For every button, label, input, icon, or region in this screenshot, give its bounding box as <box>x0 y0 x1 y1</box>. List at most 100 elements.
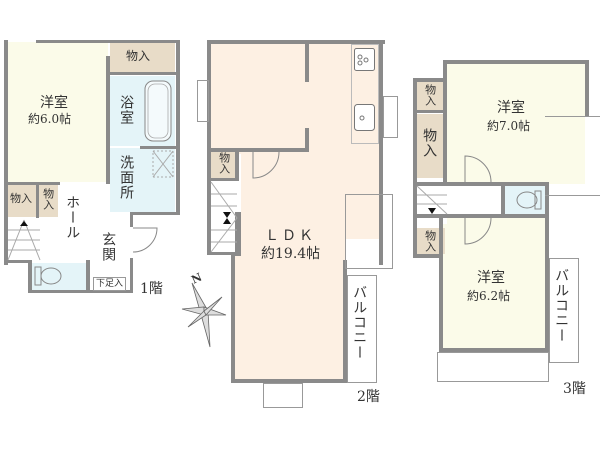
wall <box>36 185 39 218</box>
wall <box>106 56 110 184</box>
wall <box>130 212 180 215</box>
stairs-icon <box>210 181 238 253</box>
wall <box>417 254 443 258</box>
room-name: 洋室 <box>40 95 68 111</box>
wall <box>343 260 347 383</box>
toilet-icon <box>34 266 62 286</box>
wall <box>413 78 417 258</box>
bath-label: 浴室 <box>118 95 135 125</box>
storage-label: 物入 <box>126 49 151 63</box>
toilet-icon <box>516 190 542 210</box>
wall <box>417 110 445 113</box>
wall <box>28 260 32 293</box>
entrance-label: 玄関 <box>100 232 117 262</box>
door-bay <box>263 383 303 408</box>
door-swing-icon <box>464 155 492 183</box>
balcony-label: バルコニー <box>351 285 368 360</box>
window-bay <box>197 80 209 122</box>
wall <box>501 186 505 214</box>
door-swing-icon <box>464 217 492 245</box>
wall <box>207 40 211 255</box>
wall <box>207 40 385 44</box>
entrance-1f <box>90 218 130 276</box>
wall <box>443 60 589 64</box>
storage-a-1f <box>8 185 36 217</box>
storage-top-1f <box>110 42 175 72</box>
wall <box>130 215 133 227</box>
wall <box>140 146 176 149</box>
wall <box>211 252 239 255</box>
floor-label-2f: 2階 <box>357 389 380 405</box>
floor-label-3f: 3階 <box>563 381 586 397</box>
wall <box>439 214 443 352</box>
room-western-3f-a <box>447 64 585 184</box>
bathtub-icon <box>144 80 172 142</box>
wall <box>36 40 180 43</box>
floor-3-plan: 洋室 約7.0帖 洋室 約6.2帖 物入 物入 物入 バルコニー 3階 <box>405 0 600 420</box>
room-ldk <box>235 239 345 379</box>
storage-label: 物入 <box>41 188 55 210</box>
wall <box>28 290 133 293</box>
wall <box>211 148 309 152</box>
storage-label: 物入 <box>423 230 437 252</box>
door-swing-icon <box>252 151 280 179</box>
wall <box>4 40 8 265</box>
kitchen-counter <box>351 44 379 144</box>
room-size: 約6.0帖 <box>28 112 72 126</box>
window-bay <box>345 194 393 269</box>
balcony-3f <box>549 258 579 363</box>
storage-label: 物入 <box>217 152 231 174</box>
wall <box>4 182 60 185</box>
wall <box>4 260 32 263</box>
shoe-storage-label: 下足入 <box>93 277 127 292</box>
wall <box>413 78 447 82</box>
stove-icon <box>354 48 375 71</box>
room-size: 約7.0帖 <box>487 119 531 133</box>
stairs-icon <box>7 219 41 261</box>
wall <box>176 40 180 215</box>
wall <box>235 148 239 180</box>
room-name: ＬＤＫ <box>265 228 316 244</box>
hall-label: ホール <box>64 195 81 240</box>
window-bay <box>383 96 398 138</box>
wall <box>86 260 90 290</box>
wall <box>417 214 547 218</box>
balcony-front-3f <box>437 352 549 382</box>
wall <box>585 60 589 116</box>
room-ldk <box>241 154 379 239</box>
wall <box>130 258 133 293</box>
storage-label: 物入 <box>10 192 32 205</box>
wall <box>305 40 309 82</box>
floor-label-1f: 1階 <box>140 281 163 297</box>
sink-icon <box>354 104 375 131</box>
room-western-3f-b <box>443 218 548 348</box>
wall <box>439 348 549 352</box>
wall <box>545 182 549 352</box>
stairs-icon <box>416 185 448 215</box>
wall <box>231 255 235 383</box>
wall <box>417 182 547 186</box>
washbasin-icon <box>152 150 174 178</box>
wall <box>211 178 239 181</box>
door-swing-icon <box>132 227 158 253</box>
washroom-1f <box>110 148 175 212</box>
room-western-1f <box>8 42 108 182</box>
wall <box>231 379 347 383</box>
room-size: 約6.2帖 <box>467 289 511 303</box>
floor-1-plan: 洋室 約6.0帖 物入 浴室 洗面所 物入 物入 ホール 玄関 下足入 1階 <box>0 0 190 300</box>
compass-icon <box>181 282 227 348</box>
storage-3f-2 <box>417 114 445 178</box>
storage-b-1f <box>38 185 58 217</box>
storage-2f <box>211 148 235 178</box>
floor-2-plan: ＬＤＫ 約19.4帖 物入 バルコニー 2階 <box>195 0 405 420</box>
wall <box>379 40 383 265</box>
room-name: 洋室 <box>497 100 525 116</box>
room-name: 洋室 <box>477 270 505 286</box>
wall <box>110 72 176 75</box>
room-size: 約19.4帖 <box>261 246 321 262</box>
storage-label: 物入 <box>421 128 438 158</box>
storage-label: 物入 <box>423 84 437 106</box>
wall <box>443 60 447 186</box>
window-bay <box>545 116 600 196</box>
balcony-label: バルコニー <box>553 268 570 343</box>
